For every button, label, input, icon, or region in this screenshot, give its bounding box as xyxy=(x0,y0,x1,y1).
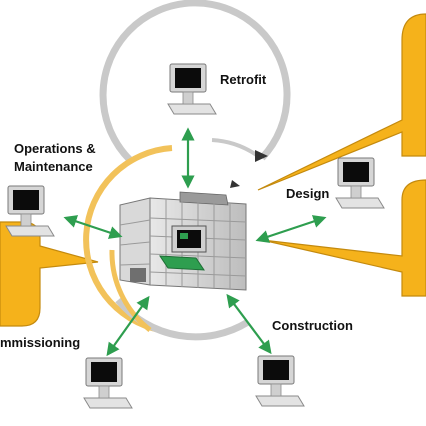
label-commissioning: mmissioning xyxy=(0,335,81,350)
label-retrofit: Retrofit xyxy=(220,72,267,87)
computer-icon-design xyxy=(335,157,385,209)
computer-icon-retrofit xyxy=(167,63,217,115)
callout-mid-right xyxy=(261,179,426,297)
computer-icon-construction xyxy=(255,355,305,407)
label-construction: Construction xyxy=(272,318,353,333)
callout-top-right xyxy=(257,13,426,191)
label-design: Design xyxy=(286,186,330,201)
callout-left xyxy=(0,221,99,327)
computer-icon-operations xyxy=(5,185,55,237)
label-operations-maintenance: Operations & Maintenance xyxy=(14,141,96,174)
link-arrows xyxy=(63,127,327,357)
computer-icon-commissioning xyxy=(83,357,133,409)
building-icon xyxy=(119,191,247,291)
